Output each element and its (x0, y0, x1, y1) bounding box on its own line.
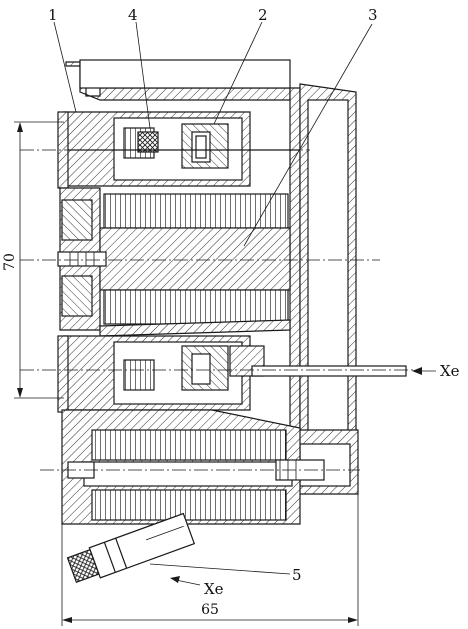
outer-coil-upper (91, 429, 287, 461)
gas-label-bottom: Xe (204, 580, 224, 598)
central-core (57, 187, 291, 337)
neutralizer-cathode-5 (66, 512, 196, 584)
bottom-magnet-section (61, 409, 325, 525)
callout-leaders (53, 21, 373, 575)
gas-label-right: Xe (440, 362, 460, 380)
gas-inlet-tube (251, 365, 407, 377)
inner-coil-upper (103, 193, 289, 229)
outer-coil-lower (91, 489, 287, 521)
callout-1: 1 (48, 6, 58, 24)
center-screw (57, 251, 107, 267)
gas-arrows (170, 367, 436, 586)
callout-5: 5 (292, 566, 302, 584)
callout-4: 4 (128, 6, 138, 24)
dimension-width-label: 65 (201, 602, 219, 618)
upper-cathode-assembly (57, 111, 300, 189)
housing-body (65, 59, 359, 495)
callout-3: 3 (368, 6, 378, 24)
center-lines (20, 149, 420, 471)
lower-coil (123, 359, 155, 391)
dimension-lines (14, 121, 359, 626)
lower-cathode-assembly (57, 335, 407, 413)
inner-coil-lower (103, 289, 289, 325)
dimension-height-label: 70 (2, 253, 18, 271)
callout-2: 2 (258, 6, 268, 24)
